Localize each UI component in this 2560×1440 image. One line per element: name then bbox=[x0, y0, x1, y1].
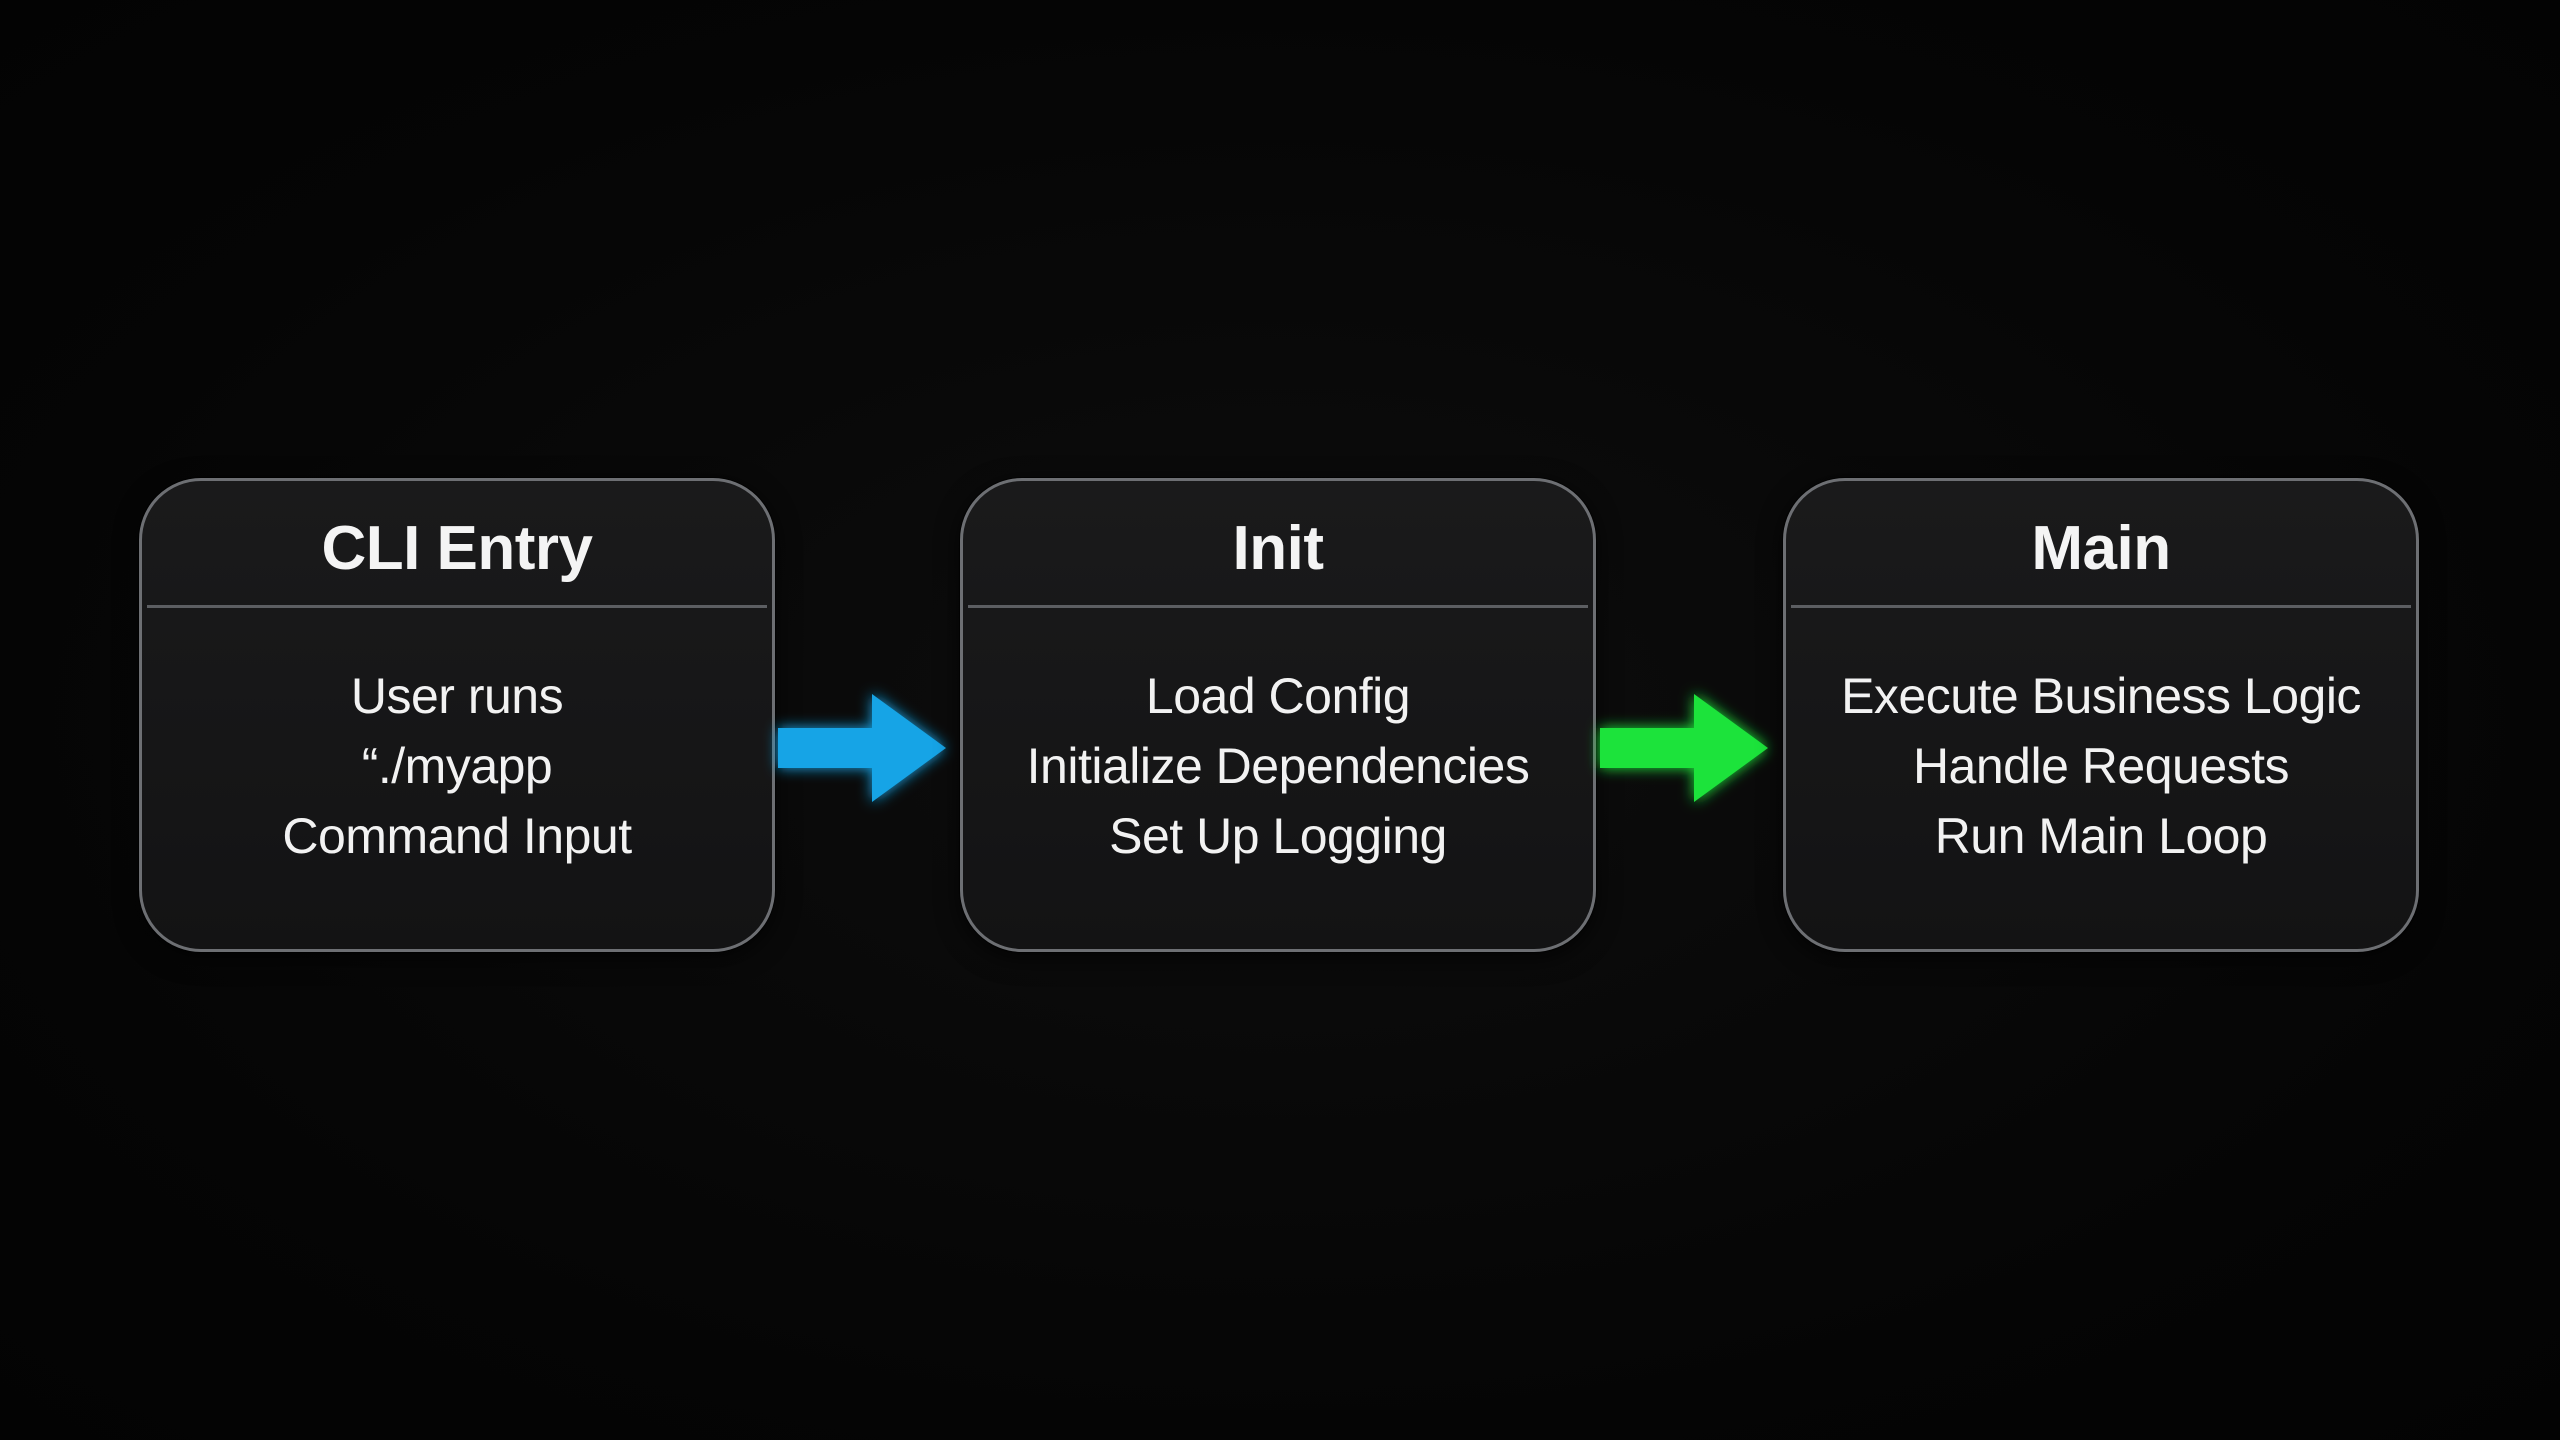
arrow-right-icon bbox=[778, 690, 958, 806]
box-line: Handle Requests bbox=[1912, 738, 2290, 794]
box-title: CLI Entry bbox=[321, 514, 593, 583]
arrow-2-shape bbox=[1600, 694, 1768, 802]
box-title: Init bbox=[1232, 514, 1324, 583]
box-body: Execute Business Logic Handle Requests R… bbox=[1786, 661, 2416, 871]
box-line: Initialize Dependencies bbox=[1026, 738, 1530, 794]
box-divider bbox=[147, 605, 767, 608]
box-body: User runs “./myapp Command Input bbox=[142, 661, 772, 871]
box-line: Load Config bbox=[1145, 668, 1411, 724]
box-body: Load Config Initialize Dependencies Set … bbox=[963, 661, 1593, 871]
cli-entry-box: CLI Entry User runs “./myapp Command Inp… bbox=[139, 478, 775, 952]
box-divider bbox=[968, 605, 1588, 608]
box-line: Set Up Logging bbox=[1109, 808, 1447, 864]
init-box: Init Load Config Initialize Dependencies… bbox=[960, 478, 1596, 952]
box-line: Run Main Loop bbox=[1934, 808, 2268, 864]
arrow-2-polygon bbox=[1600, 694, 1768, 802]
box-line: User runs bbox=[350, 668, 564, 724]
arrow-1-polygon bbox=[778, 694, 946, 802]
arrow-right-icon bbox=[1600, 690, 1780, 806]
box-line: Execute Business Logic bbox=[1841, 668, 2361, 724]
box-divider bbox=[1791, 605, 2411, 608]
box-line: “./myapp bbox=[361, 738, 553, 794]
box-line: Command Input bbox=[282, 808, 632, 864]
main-box: Main Execute Business Logic Handle Reque… bbox=[1783, 478, 2419, 952]
arrow-1-shape bbox=[778, 694, 946, 802]
box-title: Main bbox=[2031, 514, 2171, 583]
